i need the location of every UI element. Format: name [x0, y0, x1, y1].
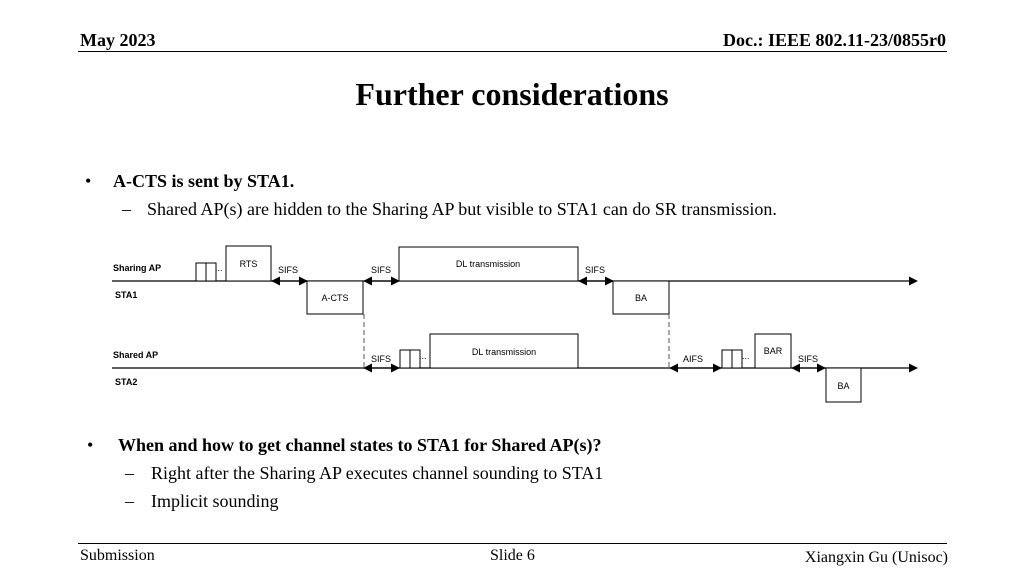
a-cts-frame [306, 280, 364, 315]
ba-label: BA [837, 381, 849, 391]
footer-slide-number: Slide 6 [490, 547, 535, 564]
station-label-shared-ap: Shared AP [113, 350, 158, 360]
sub-bullet-2-2: – Implicit sounding [125, 491, 279, 512]
backoff-slot [399, 349, 411, 369]
bullet-1: • A-CTS is sent by STA1. [85, 171, 295, 192]
backoff-slot [731, 349, 743, 369]
dash-marker: – [122, 199, 131, 219]
aifs-label: AIFS [683, 354, 703, 364]
sifs-label: SIFS [798, 354, 818, 364]
sifs-label: SIFS [278, 265, 298, 275]
backoff-ellipsis: ... [742, 351, 750, 361]
header-divider [78, 51, 947, 52]
bullet-dot: • [87, 435, 94, 455]
sifs-label: SIFS [585, 265, 605, 275]
dl-transmission-label: DL transmission [456, 259, 520, 269]
dl-transmission-label: DL transmission [472, 347, 536, 357]
sub-bullet-1-1-text: Shared AP(s) are hidden to the Sharing A… [147, 199, 777, 219]
a-cts-label: A-CTS [322, 293, 349, 303]
rts-frame [225, 245, 272, 282]
header-doc-id: Doc.: IEEE 802.11-23/0855r0 [723, 30, 946, 50]
bullet-1-text: A-CTS is sent by STA1. [113, 171, 295, 191]
bullet-2: • When and how to get channel states to … [87, 435, 602, 456]
dl-transmission-frame [398, 246, 579, 282]
station-label-sta1: STA1 [115, 290, 137, 300]
bar-label: BAR [764, 346, 783, 356]
backoff-slot [409, 349, 421, 369]
footer-author: Xiangxin Gu (Unisoc) [804, 549, 948, 566]
bar-frame [754, 333, 792, 369]
dash-marker: – [125, 491, 134, 511]
sifs-label: SIFS [371, 265, 391, 275]
bullet-dot: • [85, 171, 92, 191]
backoff-slot [721, 349, 733, 369]
slide-title: Further considerations [355, 76, 669, 112]
backoff-ellipsis: ... [419, 351, 427, 361]
header-date: May 2023 [80, 30, 156, 50]
dash-marker: – [125, 463, 134, 483]
bullet-2-text: When and how to get channel states to ST… [118, 435, 602, 455]
sub-bullet-2-2-text: Implicit sounding [151, 491, 279, 511]
backoff-slot [195, 262, 207, 282]
station-label-sharing-ap: Sharing AP [113, 263, 161, 273]
ba-frame [825, 367, 862, 403]
dl-transmission-frame [429, 333, 579, 369]
ba-label: BA [635, 293, 647, 303]
sub-bullet-2-1-text: Right after the Sharing AP executes chan… [151, 463, 604, 483]
backoff-ellipsis: ... [215, 263, 223, 273]
footer-divider [78, 543, 947, 544]
footer-submission: Submission [80, 547, 155, 564]
rts-label: RTS [240, 259, 258, 269]
ba-frame [612, 280, 670, 315]
sub-bullet-2-1: – Right after the Sharing AP executes ch… [125, 463, 604, 484]
sub-bullet-1-1: – Shared AP(s) are hidden to the Sharing… [122, 199, 777, 220]
sifs-label: SIFS [371, 354, 391, 364]
station-label-sta2: STA2 [115, 377, 137, 387]
backoff-slot [205, 262, 217, 282]
